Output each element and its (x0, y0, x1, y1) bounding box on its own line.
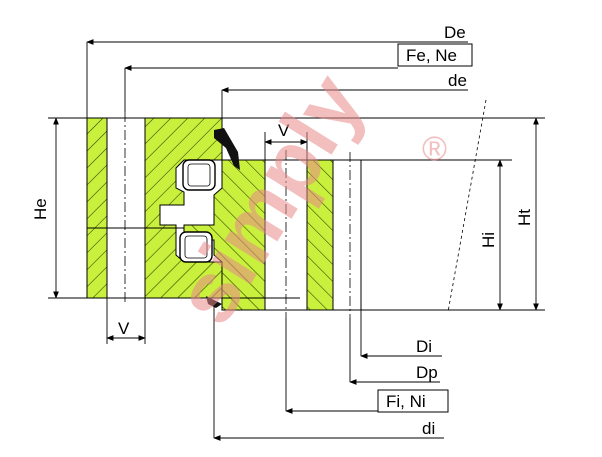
fe-ne-label-box (397, 43, 473, 67)
upper-roller (182, 159, 216, 191)
dp-pitch-diameter-label: Dp (416, 363, 438, 382)
bottom-dimensions (213, 300, 444, 441)
di-inner-diameter-label: Di (416, 337, 432, 356)
top-dimensions (86, 39, 468, 160)
di-bore-label: di (422, 419, 435, 438)
outer-ring (86, 117, 223, 299)
v-bottom-label: V (118, 319, 130, 338)
outer-ring-bolt-hole (106, 117, 146, 299)
outer-ring-left-section (86, 117, 108, 299)
center-lines (124, 112, 351, 318)
inner-ring-right-section (306, 159, 334, 311)
fe-ne-label: Fe, Ne (406, 46, 457, 65)
lower-roller (179, 231, 213, 263)
height-dimensions (48, 117, 545, 311)
he-height-label: He (31, 198, 50, 220)
bottom-v-dimension (106, 298, 146, 344)
fi-ni-label: Fi, Ni (386, 392, 426, 411)
dashed-guide-line (447, 99, 487, 313)
inner-ring-seal-area (332, 159, 362, 311)
fi-ni-label-box (377, 389, 449, 413)
de-label: de (448, 71, 467, 90)
registered-mark: ® (422, 130, 447, 168)
de-outer-diameter-label: De (444, 23, 466, 42)
v-top-label: V (278, 121, 290, 140)
ht-height-label: Ht (515, 209, 534, 226)
rollers (179, 159, 216, 263)
top-seal (214, 128, 240, 170)
hi-height-label: Hi (479, 232, 498, 248)
